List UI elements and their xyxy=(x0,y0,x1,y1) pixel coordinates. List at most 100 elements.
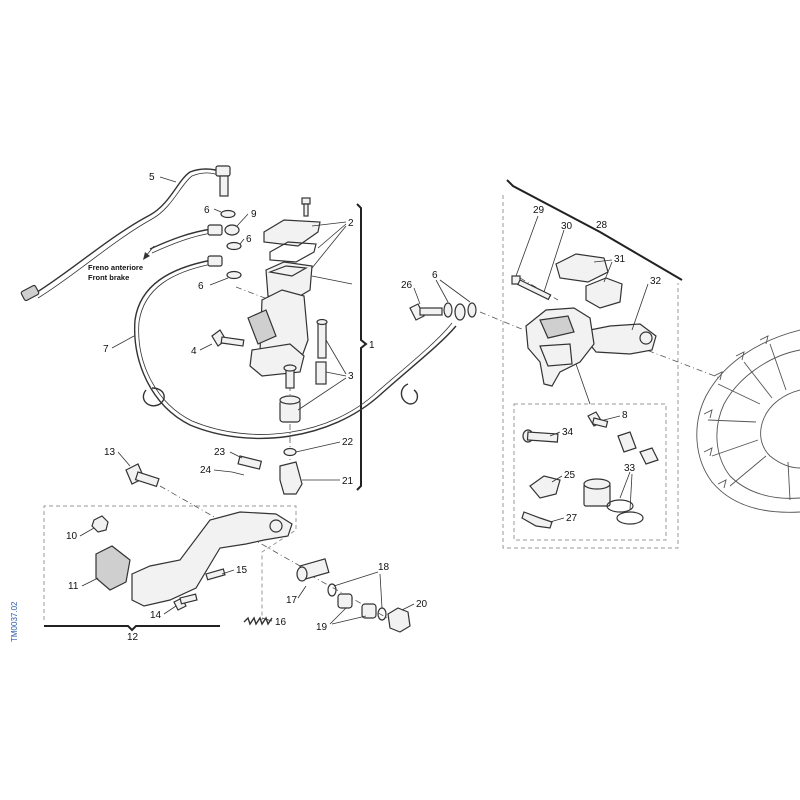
leader-33b xyxy=(629,473,633,511)
leader-8 xyxy=(603,415,621,421)
banjo-fitting xyxy=(454,303,466,321)
callout-16: 16 xyxy=(275,617,287,628)
piston xyxy=(583,478,611,507)
centerline-hose-bolt xyxy=(479,311,525,331)
callout-3: 3 xyxy=(348,371,354,382)
screw-14 xyxy=(173,593,198,611)
callout-30: 30 xyxy=(561,221,573,232)
front-brake-note-it: Freno anteriore xyxy=(88,263,143,272)
brake-light-switch-cable xyxy=(33,168,223,295)
spring-clip xyxy=(142,387,165,407)
leader-3c xyxy=(297,377,347,411)
callout-2: 2 xyxy=(348,218,354,229)
bracket-group-1 xyxy=(356,203,368,491)
callout-20: 20 xyxy=(416,599,428,610)
centerline-pedal-pivot xyxy=(309,574,399,625)
banjo-bolt-26 xyxy=(409,303,443,321)
locknut-22 xyxy=(283,447,297,457)
bracket-group-28 xyxy=(506,179,683,281)
callout-31: 31 xyxy=(614,254,626,265)
leader-6c xyxy=(209,277,229,286)
screw-15 xyxy=(205,568,226,581)
leader-6d2 xyxy=(439,279,471,303)
leader-3b xyxy=(325,371,347,377)
leader-29 xyxy=(515,215,539,277)
leader-2b xyxy=(317,223,347,249)
leader-3a xyxy=(325,339,347,375)
callout-6a: 6 xyxy=(204,205,210,216)
caliper-kit-frame xyxy=(513,403,667,541)
callout-25: 25 xyxy=(564,470,576,481)
callout-29: 29 xyxy=(533,205,545,216)
callout-15: 15 xyxy=(236,565,248,576)
leader-18b xyxy=(379,573,383,609)
front-brake-arrowhead xyxy=(143,252,150,260)
bush-19b xyxy=(361,603,377,619)
leader-27 xyxy=(549,517,565,523)
pedal-assembly-frame xyxy=(43,505,297,620)
leader-19b xyxy=(331,615,367,625)
caliper-bracket-32 xyxy=(578,323,657,355)
hose-fitting-switch xyxy=(215,165,231,197)
leader-26 xyxy=(413,287,421,305)
leader-14 xyxy=(163,605,177,615)
callout-4: 4 xyxy=(191,346,197,357)
pin-sleeve xyxy=(617,431,637,453)
callout-8: 8 xyxy=(622,410,628,421)
callout-6b: 6 xyxy=(246,234,252,245)
piston-seal-33b xyxy=(616,511,644,525)
callout-19: 19 xyxy=(316,622,328,633)
leader-18a xyxy=(333,571,379,587)
front-brake-hose-inner xyxy=(151,232,213,254)
rear-brake-hose-inner xyxy=(138,263,453,435)
brake-light-switch-cable-inner xyxy=(37,172,221,299)
drawing-code: TM0037.02 xyxy=(10,601,19,642)
callout-26: 26 xyxy=(401,280,413,291)
leader-25 xyxy=(551,475,563,483)
leader-32 xyxy=(631,283,649,331)
callout-24: 24 xyxy=(200,465,212,476)
leader-res-body xyxy=(311,275,353,285)
leader-11 xyxy=(81,577,99,587)
pivot-bush-17 xyxy=(296,558,330,582)
pushrod-boot xyxy=(279,395,301,423)
clevis-21 xyxy=(279,461,303,495)
leader-7 xyxy=(111,335,135,349)
hose-clip xyxy=(400,383,419,405)
nut-10 xyxy=(91,515,109,533)
callout-21: 21 xyxy=(342,476,354,487)
master-cylinder-body xyxy=(247,289,309,377)
leader-30 xyxy=(543,229,565,293)
pushrod-spring-3a xyxy=(316,318,328,359)
switch-connector xyxy=(20,284,40,302)
callout-18: 18 xyxy=(378,562,390,573)
callout-33: 33 xyxy=(624,463,636,474)
leader-9 xyxy=(236,213,249,227)
callout-32: 32 xyxy=(650,276,662,287)
callout-34: 34 xyxy=(562,427,574,438)
leader-31a xyxy=(593,259,613,263)
leader-10 xyxy=(79,527,95,537)
pushrod-spring-3b xyxy=(315,361,327,385)
split-pin-24 xyxy=(231,471,245,476)
leader-16 xyxy=(261,617,273,622)
callout-13: 13 xyxy=(104,447,116,458)
reservoir-gasket xyxy=(269,241,317,263)
bush-19a xyxy=(337,593,353,609)
leader-17 xyxy=(297,585,307,599)
pedal-tip-11 xyxy=(95,545,131,591)
pivot-bolt-13 xyxy=(125,463,160,488)
copper-washer-middle xyxy=(226,241,242,251)
mounting-bolt-4 xyxy=(211,329,245,347)
copper-washer-lower xyxy=(226,270,242,280)
reservoir-cap-screw xyxy=(301,197,311,217)
centerline-reservoir xyxy=(235,286,271,301)
caliper-guide-pin-30 xyxy=(517,279,552,301)
pushrod-tip xyxy=(283,364,297,389)
callout-11: 11 xyxy=(68,581,79,592)
leader-6b xyxy=(239,238,245,245)
leader-6a xyxy=(213,208,222,213)
leader-33a xyxy=(619,471,631,499)
bleed-screw-8 xyxy=(587,411,609,428)
